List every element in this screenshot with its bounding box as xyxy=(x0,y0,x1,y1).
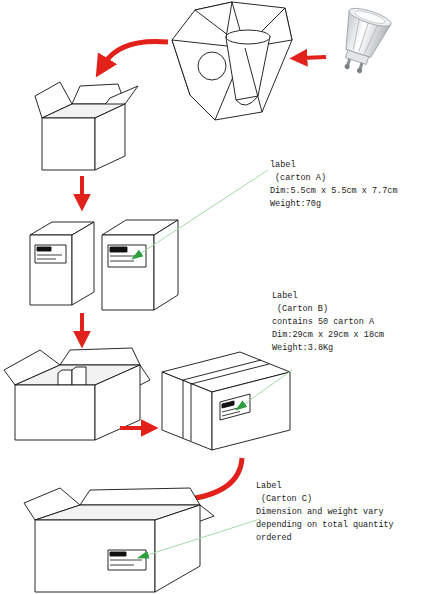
flow-arrow xyxy=(302,57,326,58)
flow-arrow xyxy=(80,313,84,336)
packing-tape xyxy=(183,380,191,441)
bulb-rim xyxy=(347,5,393,30)
packing-tape xyxy=(183,360,269,384)
label-print xyxy=(110,552,126,556)
leader-line xyxy=(236,370,292,410)
label-print xyxy=(37,255,62,259)
callout-text: Dimension and weight vary depending on t… xyxy=(256,506,406,545)
box-label xyxy=(108,550,146,570)
carton-b xyxy=(162,352,290,450)
callout-text: Label xyxy=(272,290,298,303)
label-print xyxy=(110,560,142,565)
box-flap xyxy=(60,348,140,365)
insert-fold xyxy=(226,2,262,112)
callout-text: Dim:29cm x 29cm x 18cm xyxy=(272,329,384,342)
callout-text: label xyxy=(270,159,296,172)
bulb-pin xyxy=(356,67,362,73)
insert-hole xyxy=(198,52,226,80)
bulb-lens xyxy=(354,9,387,26)
label-print xyxy=(222,406,246,416)
box-face xyxy=(95,104,125,170)
box-face xyxy=(102,235,154,310)
callout-text: (carton A) xyxy=(275,172,326,185)
inner-carton xyxy=(58,370,72,385)
flow-arrow xyxy=(120,426,146,430)
label-print xyxy=(110,247,127,252)
insert-opening xyxy=(226,30,270,44)
callout-text: contains 50 carton A xyxy=(272,316,374,329)
callout-text: Dim:5.5cm x 5.5cm x 7.7cm xyxy=(270,185,398,198)
open-carton-b xyxy=(4,348,150,440)
box-face xyxy=(30,235,72,305)
box-face xyxy=(15,385,95,440)
callout-text: (Carton C) xyxy=(261,493,312,506)
open-carton-c xyxy=(24,488,214,592)
insert-cone xyxy=(226,36,270,100)
label-print xyxy=(110,256,142,261)
box-face xyxy=(35,520,155,592)
leader-line xyxy=(132,170,268,259)
callout-text: Label xyxy=(256,480,282,493)
box-label xyxy=(108,245,146,267)
led-bulb xyxy=(332,5,393,78)
box-face xyxy=(162,372,212,450)
box-face xyxy=(155,505,200,592)
label-print xyxy=(222,401,234,408)
bulb-pin xyxy=(344,63,350,69)
flow-arrow xyxy=(80,176,84,199)
insert-outline xyxy=(172,2,292,120)
open-inner-box xyxy=(35,82,138,170)
box-face xyxy=(212,372,290,450)
bulb-insert xyxy=(172,2,292,120)
box-flap xyxy=(80,488,200,505)
callout-text: (Carton B) xyxy=(277,303,328,316)
insert-fold xyxy=(236,96,258,105)
flow-arrow xyxy=(104,41,168,64)
box-face xyxy=(154,220,178,310)
leader-line xyxy=(138,519,260,558)
carton-a xyxy=(102,220,178,310)
carton-a xyxy=(30,222,94,305)
label-print xyxy=(37,247,51,251)
box-label xyxy=(35,245,66,263)
callout-text: Weight:3.8Kg xyxy=(272,342,333,355)
inner-carton xyxy=(72,367,86,385)
box-face xyxy=(42,118,95,170)
box-label xyxy=(220,394,250,420)
callout-text: Weight:70g xyxy=(270,198,321,211)
box-face xyxy=(72,222,94,305)
